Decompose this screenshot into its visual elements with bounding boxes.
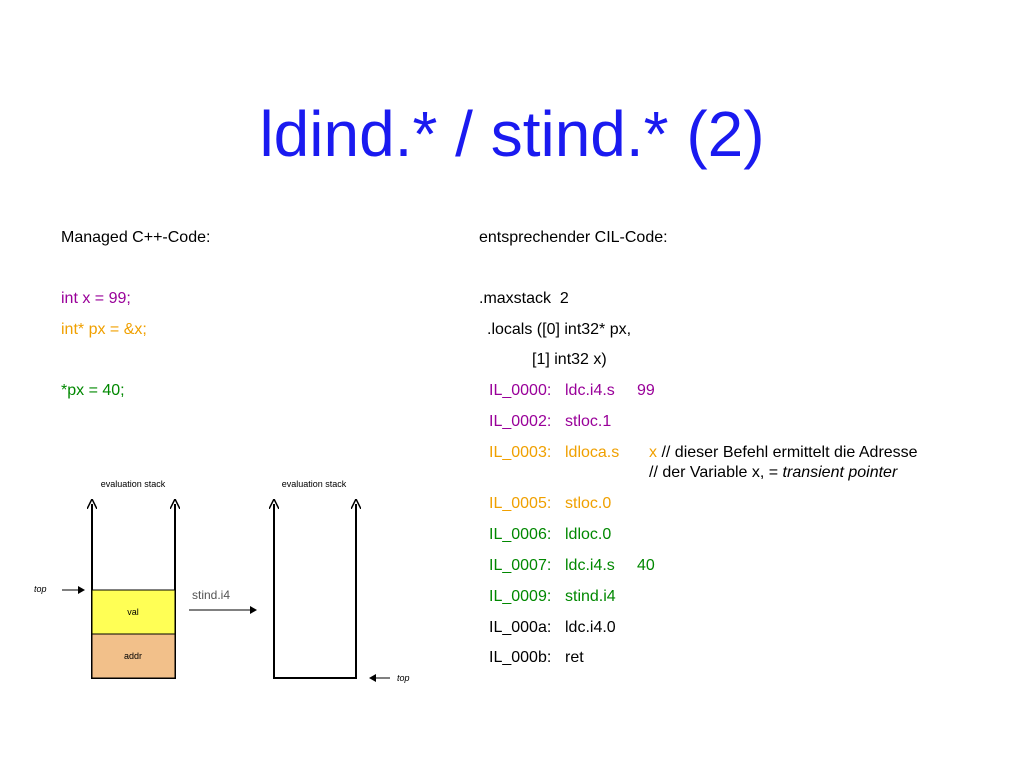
code-line-int-x: int x = 99; (61, 290, 131, 307)
cil-label: IL_0002: (489, 413, 552, 430)
cil-comment-prefix: // der Variable x, = (649, 464, 783, 481)
cil-op: ldloca.s (565, 444, 620, 461)
cil-row-0009: IL_0009: stind.i4 (489, 587, 616, 607)
stack-label-right: evaluation stack (282, 479, 347, 489)
cil-row-000a: IL_000a: ldc.i4.0 (489, 618, 616, 638)
maxstack-line: .maxstack 2 (479, 290, 569, 307)
cil-row-0003: IL_0003: ldloca.s x // dieser Befehl ermit… (489, 443, 918, 463)
cil-op: stloc.1 (565, 413, 612, 430)
cil-row-000b: IL_000b: ret (489, 648, 584, 668)
stack-label-left: evaluation stack (101, 479, 166, 489)
val-label: val (127, 607, 139, 617)
slide-title: ldind.* / stind.* (2) (259, 98, 765, 170)
cil-op: stind.i4 (565, 588, 616, 605)
cil-op: stloc.0 (565, 495, 612, 512)
instruction-label: stind.i4 (192, 588, 230, 602)
code-line-int-px: int* px = &x; (61, 321, 147, 338)
cil-row-0002: IL_0002: stloc.1 (489, 412, 611, 432)
cil-comment-continued: // der Variable x, = transient pointer (649, 463, 897, 483)
cil-label: IL_0006: (489, 526, 552, 543)
cil-label: IL_000b: (489, 649, 552, 666)
addr-label: addr (124, 651, 142, 661)
cil-row-0000: IL_0000: ldc.i4.s 99 (489, 381, 655, 401)
cil-row-0006: IL_0006: ldloc.0 (489, 525, 611, 545)
code-line-assign: *px = 40; (61, 382, 125, 399)
cil-label: IL_000a: (489, 619, 552, 636)
cil-label: IL_0009: (489, 588, 552, 605)
cil-op: ldc.i4.s (565, 557, 615, 574)
locals-line-2: [1] int32 x) (532, 351, 607, 368)
cil-row-0007: IL_0007: ldc.i4.s 40 (489, 556, 655, 576)
cil-arg: 99 (637, 382, 655, 399)
cil-op: ldc.i4.s (565, 382, 615, 399)
addr-cell (91, 633, 176, 679)
cil-code-heading: entsprechender CIL-Code: (479, 229, 668, 246)
locals-line-1: .locals ([0] int32* px, (487, 321, 632, 338)
cil-arg: x (649, 444, 657, 461)
top-label-right: top (397, 673, 410, 683)
cil-label: IL_0005: (489, 495, 552, 512)
transient-pointer-term: transient pointer (782, 464, 898, 481)
val-cell (91, 589, 176, 635)
cil-comment: // dieser Befehl ermittelt die Adresse (661, 444, 918, 461)
cil-op: ret (565, 649, 584, 666)
cil-label: IL_0007: (489, 557, 552, 574)
cil-label: IL_0003: (489, 444, 552, 461)
cil-label: IL_0000: (489, 382, 552, 399)
cil-arg: 40 (637, 557, 655, 574)
cil-op: ldc.i4.0 (565, 619, 616, 636)
cil-row-0005: IL_0005: stloc.0 (489, 494, 611, 514)
cil-op: ldloc.0 (565, 526, 612, 543)
managed-code-heading: Managed C++-Code: (61, 229, 211, 246)
top-label-left: top (34, 584, 47, 594)
